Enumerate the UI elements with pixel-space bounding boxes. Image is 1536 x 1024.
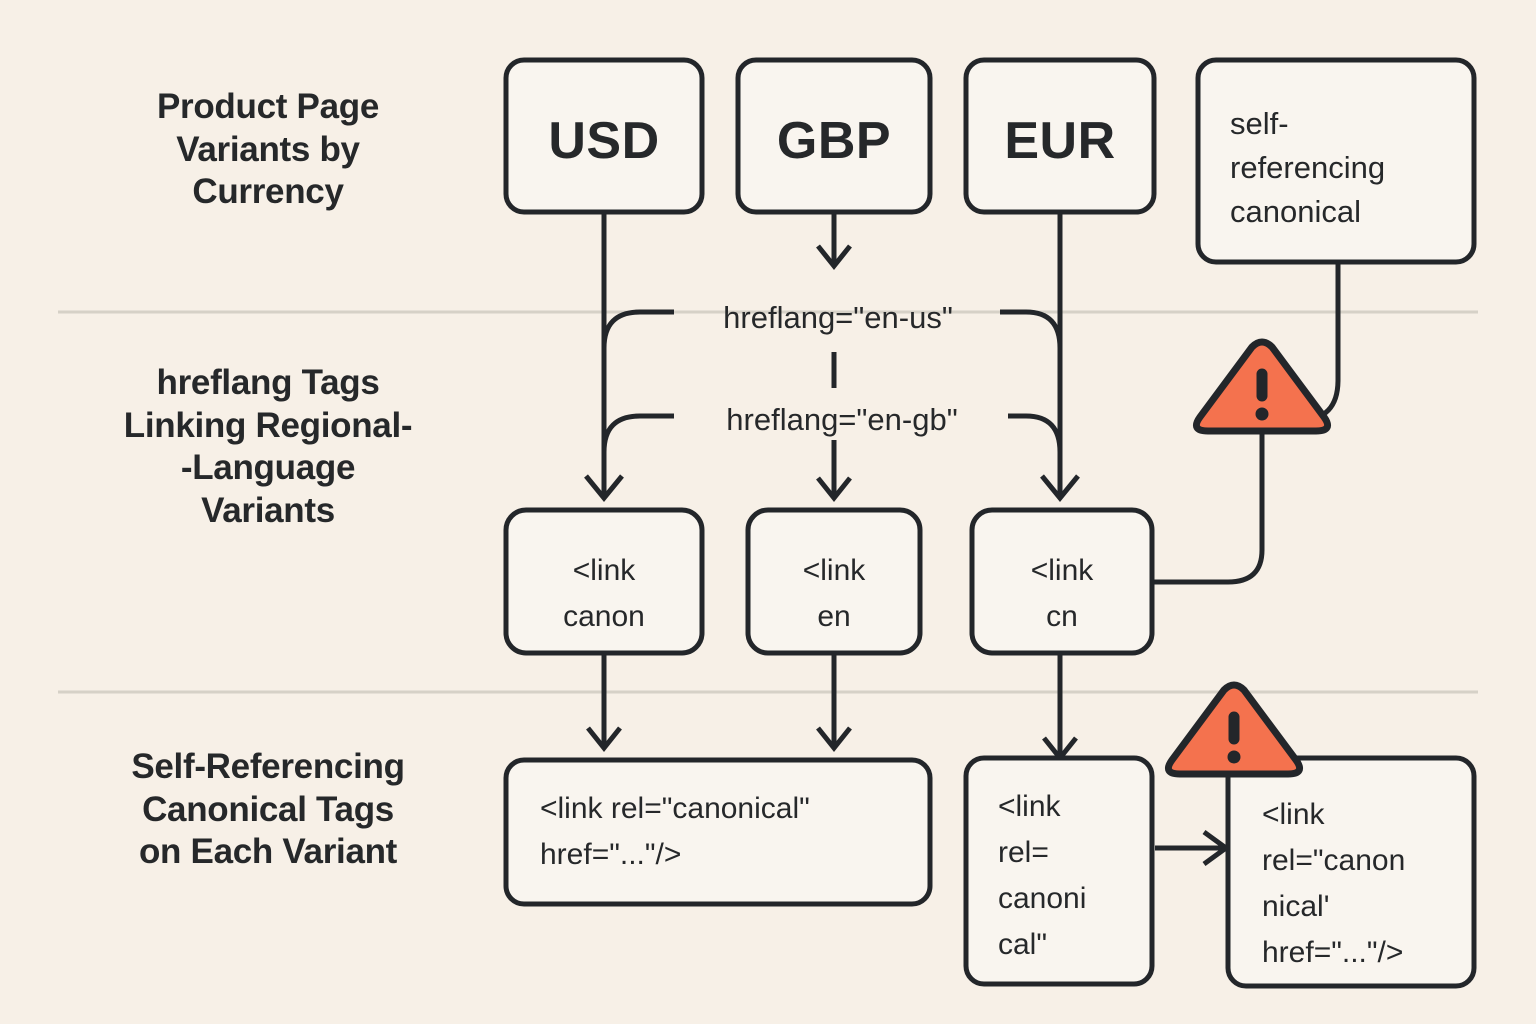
warning-hreflang-exclamation-dot xyxy=(1255,407,1269,421)
row-label-currency: Product Page Variants by Currency xyxy=(58,86,478,214)
node-canonical-partial[interactable]: <link rel= canoni cal" xyxy=(963,755,1155,987)
node-canonical-partial-line-4: cal" xyxy=(998,928,1047,961)
node-self-ref-line-1: self- xyxy=(1230,106,1289,141)
row-label-currency-line-2: Variants by xyxy=(176,129,360,169)
node-gbp-box xyxy=(735,57,933,215)
node-canonical-full-line-2: href="..."/> xyxy=(540,838,681,871)
node-canonical-wrapped-line-3: nical' xyxy=(1262,890,1329,923)
node-canonical-wrapped-line-2: rel="canon xyxy=(1262,844,1405,877)
row-label-currency-line-1: Product Page xyxy=(156,87,379,126)
node-link-cn[interactable]: <link cn xyxy=(969,507,1155,656)
node-canonical-partial-line-3: canoni xyxy=(998,882,1086,915)
node-canonical-partial-line-2: rel= xyxy=(998,836,1049,869)
node-usd-box xyxy=(503,57,705,215)
row-label-hreflang: hreflang Tags Linking Regional- -Languag… xyxy=(58,362,478,533)
node-self-ref-line-3: canonical xyxy=(1230,194,1361,229)
connector-warning-hreflang-to-link-cn xyxy=(1154,430,1265,585)
node-link-canon-box xyxy=(503,507,705,656)
arrowhead-usd-to-link-canon xyxy=(584,474,624,502)
node-link-en-box xyxy=(745,507,923,656)
connector-hreflang-en-us-to-usd xyxy=(601,309,674,349)
arrowhead-gbp-to-link-en xyxy=(816,476,852,503)
node-usd-label: USD xyxy=(548,112,659,170)
arrowhead-link-en-to-canonical-full xyxy=(816,726,852,753)
node-link-canon-line-1: <link xyxy=(573,554,637,587)
node-canonical-partial-line-1: <link xyxy=(998,790,1062,823)
node-link-en-line-1: <link xyxy=(803,554,867,587)
row-label-canonical-line-2: Canonical Tags xyxy=(142,789,394,829)
node-gbp-label: GBP xyxy=(777,112,891,170)
node-link-en[interactable]: <link en xyxy=(745,507,923,656)
node-link-cn-box xyxy=(969,507,1155,656)
node-canonical-wrapped-line-4: href="..."/> xyxy=(1262,936,1403,969)
row-label-canonical-line-3: on Each Variant xyxy=(138,832,398,872)
edge-label-hreflang-en-us: hreflang="en-us" xyxy=(723,300,953,335)
node-self-referencing-canonical-box xyxy=(1195,57,1477,265)
node-self-referencing-canonical[interactable]: self- referencing canonical xyxy=(1195,57,1477,265)
node-canonical-full-line-1: <link rel="canonical" xyxy=(540,792,810,825)
node-link-canon-line-2: canon xyxy=(563,600,645,633)
row-label-hreflang-line-3: -Language xyxy=(180,448,356,488)
edge-label-hreflang-en-gb: hreflang="en-gb" xyxy=(726,402,957,437)
node-link-cn-line-2: cn xyxy=(1046,600,1078,633)
arrowhead-link-canon-to-canonical-full xyxy=(586,726,622,753)
node-eur[interactable]: EUR xyxy=(963,57,1157,215)
node-canonical-wrapped-line-1: <link xyxy=(1262,798,1326,831)
arrowhead-eur-to-link-cn xyxy=(1040,474,1080,502)
connector-hreflang-en-us-to-eur xyxy=(1000,309,1063,349)
node-canonical-wrapped-box xyxy=(1225,755,1477,989)
node-canonical-partial-box xyxy=(963,755,1155,987)
row-label-hreflang-line-1: hreflang Tags xyxy=(156,363,380,402)
warning-canonical-exclamation-dot xyxy=(1227,750,1241,764)
row-label-canonical-line-1: Self-Referencing xyxy=(131,747,405,786)
node-eur-box xyxy=(963,57,1157,215)
node-canonical-full[interactable]: <link rel="canonical" href="..."/> xyxy=(503,757,933,907)
node-canonical-full-box xyxy=(503,757,933,907)
node-link-canon[interactable]: <link canon xyxy=(503,507,705,656)
row-label-currency-line-3: Currency xyxy=(192,172,344,212)
row-label-hreflang-line-2: Linking Regional- xyxy=(123,405,413,445)
node-link-cn-line-1: <link xyxy=(1031,554,1095,587)
warning-hreflang-exclamation-bar xyxy=(1256,368,1268,402)
node-usd[interactable]: USD xyxy=(503,57,705,215)
connector-hreflang-en-gb-to-eur xyxy=(1008,413,1063,453)
row-label-hreflang-line-4: Variants xyxy=(201,491,335,531)
node-self-ref-line-2: referencing xyxy=(1230,150,1385,185)
arrowhead-gbp-to-hreflang-en-us xyxy=(816,244,852,271)
node-link-en-line-2: en xyxy=(817,600,850,633)
row-label-canonical: Self-Referencing Canonical Tags on Each … xyxy=(58,746,478,874)
warning-canonical-icon[interactable] xyxy=(1164,681,1304,778)
node-gbp[interactable]: GBP xyxy=(735,57,933,215)
connector-hreflang-en-gb-to-usd xyxy=(601,413,674,453)
warning-canonical-exclamation-bar xyxy=(1228,711,1240,745)
warning-hreflang-icon[interactable] xyxy=(1192,338,1332,435)
node-canonical-wrapped[interactable]: <link rel="canon nical' href="..."/> xyxy=(1225,755,1477,989)
node-eur-label: EUR xyxy=(1004,112,1115,170)
